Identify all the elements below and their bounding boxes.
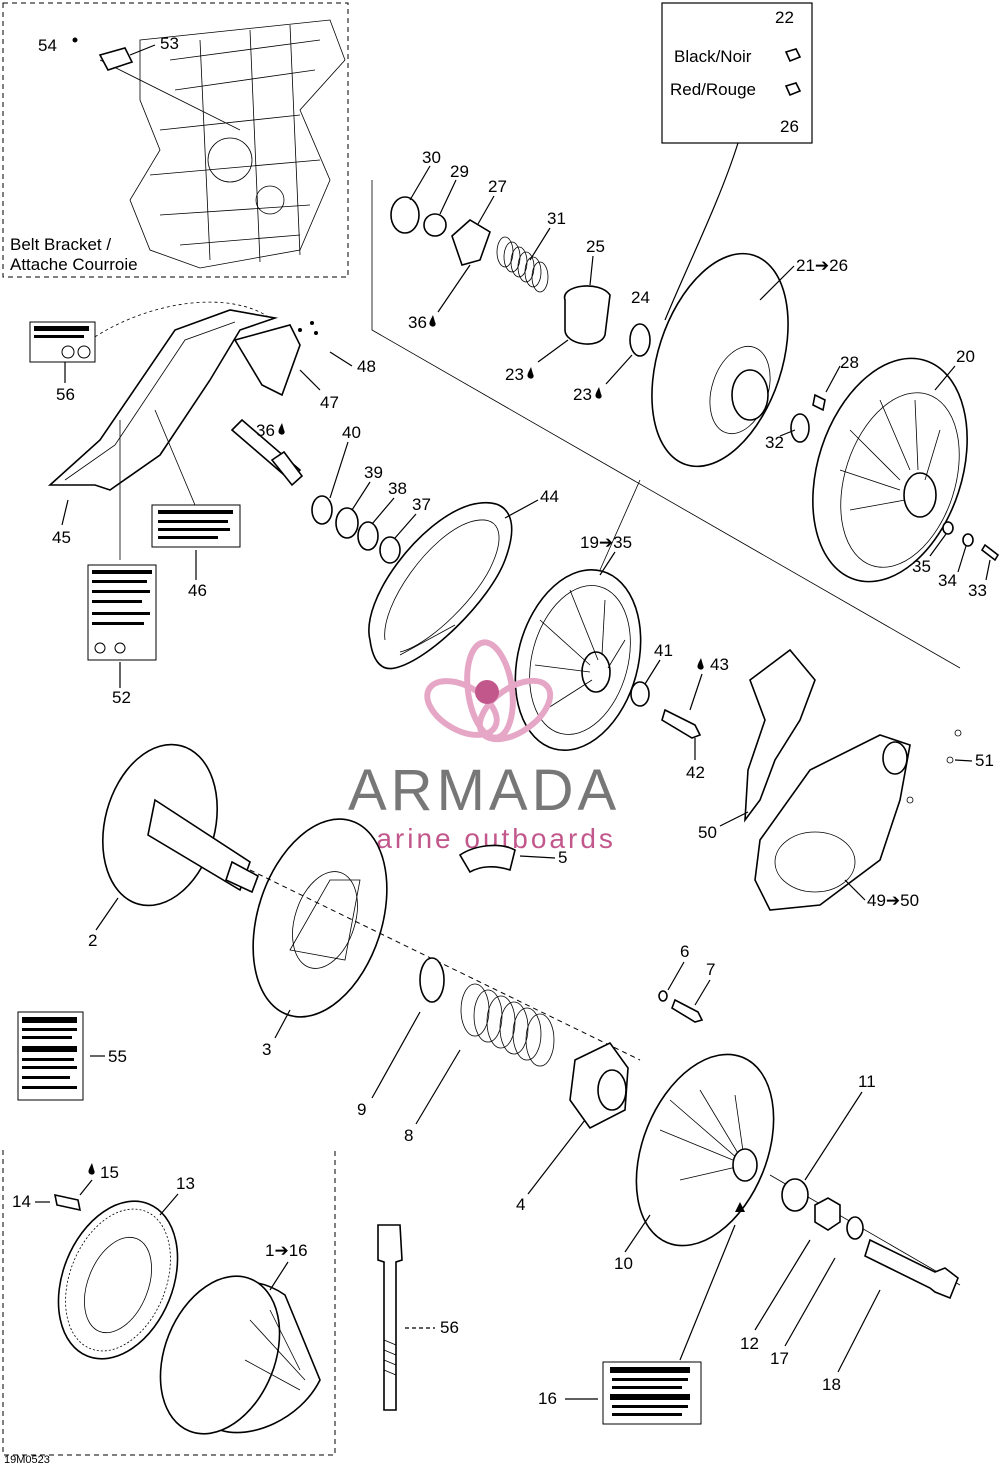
decal-16: 16 bbox=[538, 1224, 736, 1425]
callout-55: 55 bbox=[108, 1047, 127, 1066]
callout-43: 43 bbox=[710, 655, 729, 674]
callout-25: 25 bbox=[586, 237, 605, 256]
callout-7: 7 bbox=[706, 960, 715, 979]
drive-pulley-19-35: 19➔35 41 43 42 bbox=[514, 479, 729, 782]
callout-27: 27 bbox=[488, 177, 507, 196]
callout-28: 28 bbox=[840, 353, 859, 372]
fixed-sheave-10: 10 11 12 17 18 bbox=[614, 1053, 961, 1394]
callout-4: 4 bbox=[516, 1195, 525, 1214]
belt-bracket-label-2: Attache Courroie bbox=[10, 255, 138, 274]
callout-37: 37 bbox=[412, 495, 431, 514]
drive-pulley-assembly-inset: 14 15 13 1➔16 56 bbox=[2, 1150, 459, 1456]
callout-3: 3 bbox=[262, 1040, 271, 1059]
callout-51: 51 bbox=[975, 751, 994, 770]
drive-belt-44: 44 bbox=[368, 487, 559, 670]
callout-47: 47 bbox=[320, 393, 339, 412]
callout-56-upper: 56 bbox=[56, 385, 75, 404]
belt-bracket-inset: 54 53 Belt Bracket / Attache Courroie bbox=[2, 2, 349, 278]
diagram-code: 19M0523 bbox=[4, 1454, 50, 1466]
callout-52: 52 bbox=[112, 688, 131, 707]
callout-49-50: 49➔50 bbox=[867, 891, 919, 910]
callout-2: 2 bbox=[88, 931, 97, 950]
callout-36-shaft: 36 bbox=[256, 421, 275, 440]
driven-sheave-21-26: 21➔26 28 32 bbox=[651, 252, 859, 468]
callout-5: 5 bbox=[558, 848, 567, 867]
red-rouge-label: Red/Rouge bbox=[670, 80, 756, 99]
callout-39: 39 bbox=[364, 463, 383, 482]
drive-shaft-washers: 36 40 39 38 37 bbox=[230, 418, 431, 564]
callout-12: 12 bbox=[740, 1334, 759, 1353]
callout-56-bolt: 56 bbox=[440, 1318, 459, 1337]
callout-8: 8 bbox=[404, 1126, 413, 1145]
callout-38: 38 bbox=[388, 479, 407, 498]
callout-24: 24 bbox=[631, 288, 650, 307]
callout-1-16: 1➔16 bbox=[265, 1241, 308, 1260]
callout-15: 15 bbox=[100, 1163, 119, 1182]
callout-33: 33 bbox=[968, 581, 987, 600]
pulley-cover-49-50: 51 50 49➔50 bbox=[698, 648, 994, 911]
callout-16: 16 bbox=[538, 1389, 557, 1408]
armada-logo-icon bbox=[424, 639, 554, 743]
callout-21-26: 21➔26 bbox=[796, 256, 848, 275]
callout-13: 13 bbox=[176, 1174, 195, 1193]
callout-44: 44 bbox=[540, 487, 559, 506]
callout-26: 26 bbox=[780, 117, 799, 136]
callout-20: 20 bbox=[956, 347, 975, 366]
callout-9: 9 bbox=[357, 1100, 366, 1119]
belt-bracket-label-1: Belt Bracket / bbox=[10, 235, 111, 254]
callout-48: 48 bbox=[357, 357, 376, 376]
watermark-brand: ARMADA bbox=[348, 758, 620, 823]
callout-31: 31 bbox=[547, 209, 566, 228]
callout-19-35: 19➔35 bbox=[580, 533, 632, 552]
callout-54: 54 bbox=[38, 36, 57, 55]
callout-6: 6 bbox=[680, 942, 689, 961]
spring-hub-group: 9 8 4 6 7 bbox=[357, 942, 715, 1214]
callout-42: 42 bbox=[686, 763, 705, 782]
callout-17: 17 bbox=[770, 1349, 789, 1368]
callout-41: 41 bbox=[654, 641, 673, 660]
decal-56-upper bbox=[29, 321, 96, 363]
callout-34: 34 bbox=[938, 571, 957, 590]
callout-23-a: 23 bbox=[505, 365, 524, 384]
callout-22: 22 bbox=[775, 8, 794, 27]
callout-23-b: 23 bbox=[573, 385, 592, 404]
driven-pulley-20: 20 35 34 33 bbox=[812, 347, 1000, 600]
callout-30: 30 bbox=[422, 148, 441, 167]
callout-45: 45 bbox=[52, 528, 71, 547]
callout-46: 46 bbox=[188, 581, 207, 600]
callout-14: 14 bbox=[12, 1192, 31, 1211]
armada-watermark: ARMADA marine outboards bbox=[348, 639, 620, 854]
callout-11: 11 bbox=[858, 1072, 876, 1091]
decal-52 bbox=[87, 564, 157, 661]
callout-35: 35 bbox=[912, 557, 931, 576]
callout-50: 50 bbox=[698, 823, 717, 842]
callout-36-upper: 36 bbox=[408, 313, 427, 332]
drive-pulley-lower: 2 3 5 bbox=[88, 743, 641, 1061]
callout-29: 29 bbox=[450, 162, 469, 181]
decal-55: 55 bbox=[17, 1011, 127, 1101]
callout-32: 32 bbox=[765, 433, 784, 452]
callout-53: 53 bbox=[160, 34, 179, 53]
screw-color-inset: 22 Black/Noir Red/Rouge 26 bbox=[661, 2, 813, 321]
decal-46 bbox=[151, 504, 241, 548]
callout-18: 18 bbox=[822, 1375, 841, 1394]
black-noir-label: Black/Noir bbox=[674, 47, 752, 66]
driven-pulley-spring-group: 30 29 27 31 25 24 36 23 23 bbox=[371, 148, 961, 669]
callout-40: 40 bbox=[342, 423, 361, 442]
callout-10: 10 bbox=[614, 1254, 633, 1273]
belt-guard-group: 48 47 45 46 52 56 bbox=[47, 301, 376, 707]
